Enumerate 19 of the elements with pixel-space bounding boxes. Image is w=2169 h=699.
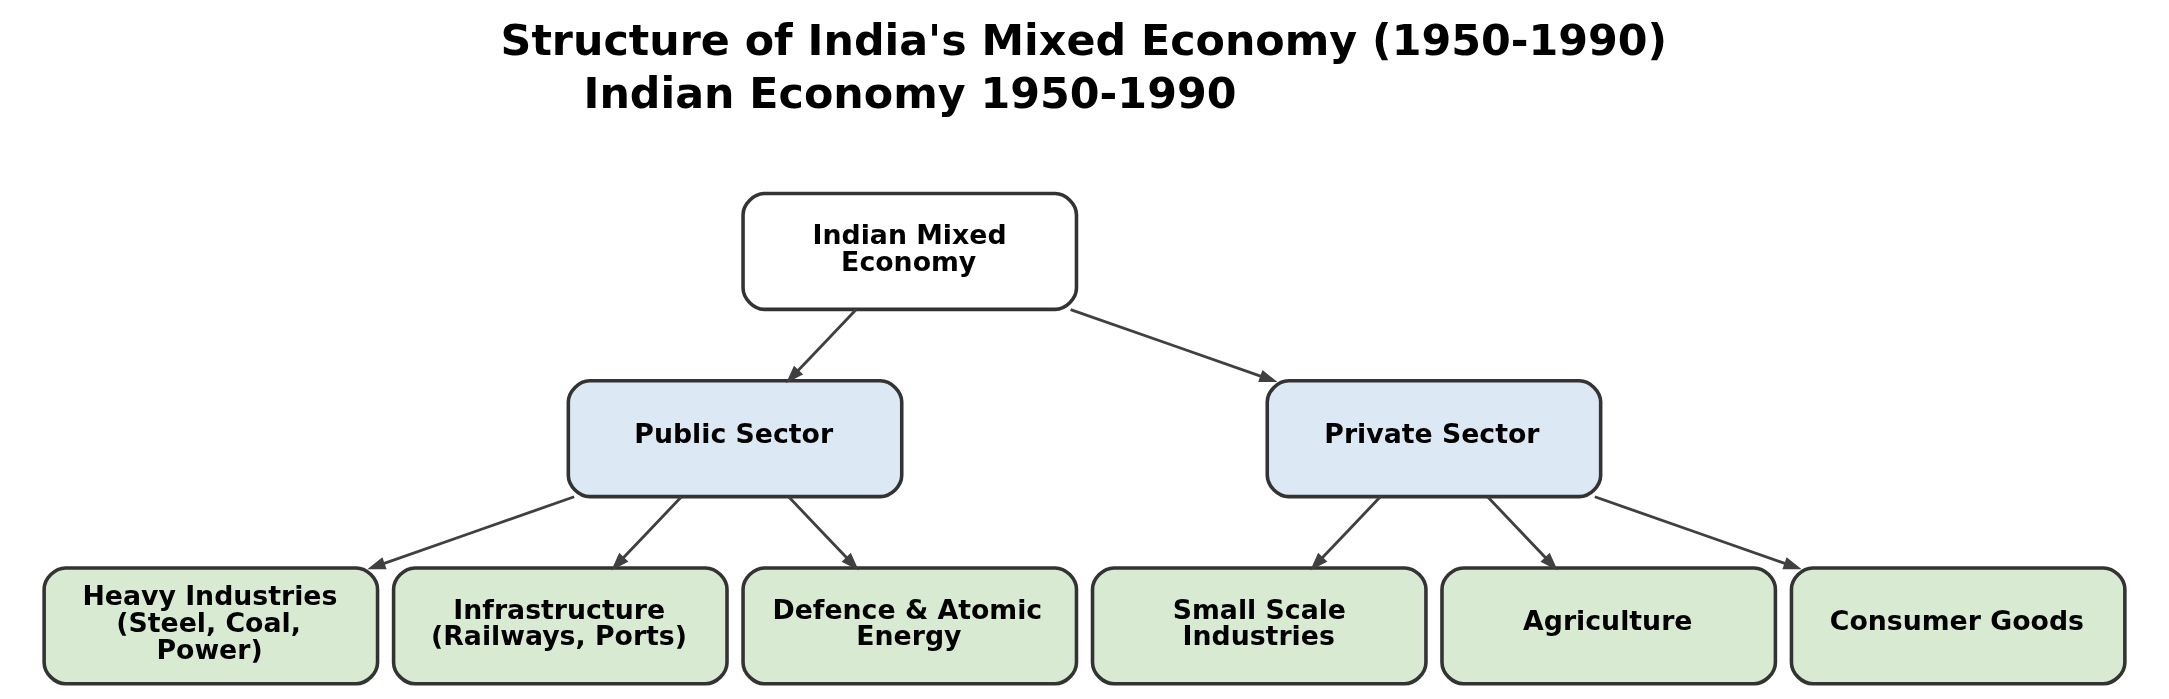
arrow [1070,308,1278,383]
node-box: Agriculture [1440,566,1778,686]
diagram-title: Structure of India's Mixed Economy (1950-1990) [500,14,1668,65]
arrow [367,495,575,570]
arrow [611,496,683,571]
node-box: Small Scale Industries [1090,566,1428,686]
node-box: Heavy Industries (Steel, Coal, Power) [42,566,380,686]
arrow [786,308,857,384]
node-box: Consumer Goods [1789,566,2127,686]
node-box: Defence & Atomic Energy [741,566,1079,686]
arrow [1310,496,1382,571]
arrow [1486,496,1558,571]
arrow [1594,495,1802,570]
arrow [787,496,859,571]
node-box: Private Sector [1265,378,1603,499]
node-box: Infrastructure (Railways, Ports) [391,566,729,686]
node-box: Public Sector [566,378,904,499]
node-box: Indian Mixed Economy [741,191,1079,312]
label: Indian Economy 1950-1990 [583,68,1237,119]
